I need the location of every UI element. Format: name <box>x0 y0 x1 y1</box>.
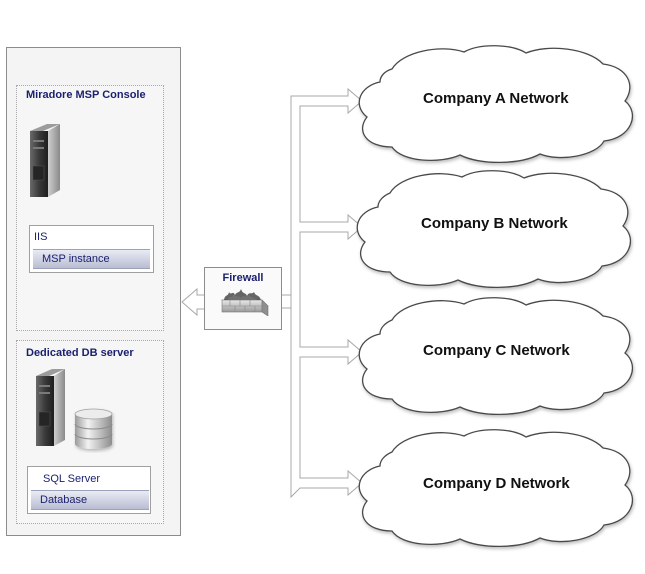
cloud-icon <box>356 170 632 289</box>
database-cylinder-icon <box>74 408 113 449</box>
database-bar: Database <box>31 490 149 510</box>
firewall-brick-icon <box>221 289 269 316</box>
cloud-icon <box>358 45 634 164</box>
arrow-icon <box>181 287 207 317</box>
server-tower-icon <box>36 369 65 446</box>
server-tower-icon <box>30 124 60 197</box>
company-d-network-label: Company D Network <box>423 475 570 492</box>
sql-server-label: SQL Server <box>43 473 101 485</box>
msp-console-title: Miradore MSP Console <box>26 89 146 101</box>
firewall-label: Firewall <box>222 272 264 284</box>
msp-instance-bar: MSP instance <box>33 249 150 269</box>
company-a-network-label: Company A Network <box>423 90 569 107</box>
cloud-icon <box>358 429 634 548</box>
db-server-title: Dedicated DB server <box>26 347 134 359</box>
company-c-network-label: Company C Network <box>423 342 570 359</box>
arrow-icon <box>290 87 363 499</box>
msp-console-group <box>16 85 164 331</box>
cloud-icon <box>358 297 634 416</box>
company-b-network-label: Company B Network <box>421 215 568 232</box>
iis-label: IIS <box>34 231 48 243</box>
